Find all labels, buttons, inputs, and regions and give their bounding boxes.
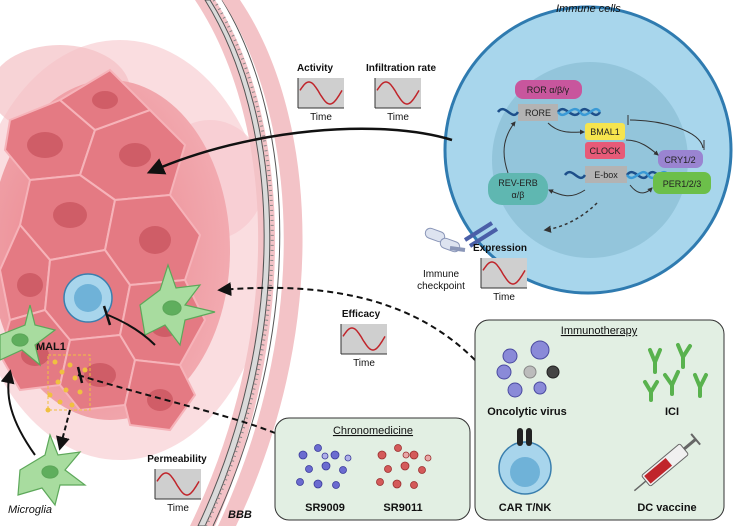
ebox-label: E-box [594,170,618,180]
ror-box: ROR α/β/γ [515,80,582,99]
immunotherapy-title: Immunotherapy [561,325,638,337]
permeability-graph: Permeability Time [147,454,207,514]
efficacy-curve [342,327,386,351]
microglia-label: Microglia [8,504,52,516]
expression-title: Expression [473,243,527,254]
infiltrating-immune-cell [63,273,113,323]
ici-label: ICI [665,406,679,418]
immune-checkpoint-icon [424,221,499,253]
dc-vaccine-syringe-icon [633,433,701,492]
bmal1-label: BMAL1 [590,127,620,137]
microglia-recruit-arrow [0,369,36,456]
permeability-curve [156,472,200,496]
efficacy-time-label: Time [353,358,375,369]
infiltration-title: Infiltration rate [366,63,436,74]
dc-vaccine-label: DC vaccine [637,502,696,514]
clock-loop-arrows [503,115,705,197]
infiltration-curve [376,81,420,105]
ror-label: ROR α/β/γ [527,85,570,95]
oncolytic-virus-label: Oncolytic virus [487,406,566,418]
reverb-label-1: REV-ERB [498,178,538,188]
immune-checkpoint-label-1: Immune [423,269,460,280]
clock-label: CLOCK [589,146,620,156]
chronomedicine-title: Chronomedicine [333,425,413,437]
ebox-box: E-box [585,166,627,183]
immune-checkpoint-label-2: checkpoint [417,281,465,292]
sr9011-label: SR9011 [383,502,422,514]
bbb-label: BBB [228,509,252,521]
sr9009-molecules-icon [296,444,352,489]
microglia-cell-right [139,263,216,347]
activity-time-label: Time [310,112,332,123]
expression-curve [482,261,526,285]
microglia-cell-left [0,304,57,367]
bmal1-secretion-dots [45,359,88,413]
per-label: PER1/2/3 [663,179,702,189]
permeability-time-label: Time [167,503,189,514]
infiltration-graph: Infiltration rate Time [366,63,436,123]
expression-time-label: Time [493,292,515,303]
chronomedicine-panel: Chronomedicine [274,417,471,521]
dna-helix-top [496,107,602,117]
tumor-mass [0,40,270,460]
bmal1-to-microglia-arrow [56,409,71,451]
efficacy-graph: Efficacy Time [340,309,387,369]
infiltration-time-label: Time [387,112,409,123]
car-label: CAR T/NK [499,502,552,514]
oncolytic-virus-icon [496,340,560,398]
activity-title: Activity [297,63,334,74]
reverb-label-2: α/β [512,190,525,200]
bmal1-box: BMAL1 [585,123,625,140]
per-box: PER1/2/3 [653,172,711,194]
expression-arrow [543,202,598,233]
clock-box: CLOCK [585,142,625,159]
inhibition-arc [107,314,156,346]
cry-box: CRY1/2 [658,150,703,168]
activity-graph: Activity Time [297,63,344,123]
blood-brain-barrier [190,0,303,526]
expression-graph: Expression Time [473,243,527,303]
car-cell-icon [498,428,552,495]
chronomedicine-link [77,374,276,434]
immune-cells-title: Immune cells [556,3,621,15]
rore-label: RORE [525,108,551,118]
permeability-title: Permeability [147,454,207,465]
reverb-box: REV-ERB α/β [488,173,548,205]
chronomedicine-inhibition-bar [76,366,84,384]
sr9011-molecules-icon [376,444,432,489]
immunotherapy-arrow [217,282,476,361]
efficacy-title: Efficacy [342,309,381,320]
bmal1-tumor-label: BMAL1 [28,341,66,353]
infiltration-arrow [146,127,453,175]
sr9009-label: SR9009 [305,502,345,514]
inhibition-bar [102,305,112,326]
rore-box: RORE [518,104,558,121]
activity-curve [299,81,343,105]
microglia-cell-bottom [17,433,87,507]
cry-label: CRY1/2 [664,155,695,165]
ici-antibody-icon [643,343,708,402]
